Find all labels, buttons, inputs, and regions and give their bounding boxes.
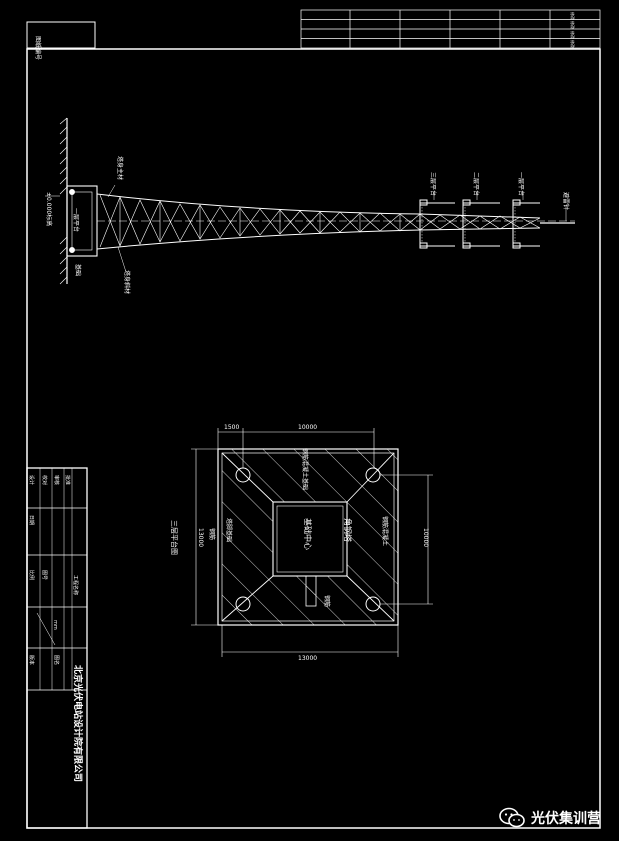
elevation-labels: 避雷针 一层平台 二层平台 三层平台 塔身主材 塔身斜材 一层平台 基础 ±0.… [45,156,570,294]
tb-unit: mm [52,620,58,630]
dim-right: 10000 [422,528,429,547]
tb-label-2: 校对 [41,475,48,485]
label-left-inner: 钢筋 [208,528,216,540]
dim-bottom: 13000 [298,655,317,662]
dim-left: 13000 [197,528,204,547]
label-top: 钢筋混凝土基础 [301,448,309,490]
tb-label-9: 工程名称 [72,575,79,595]
svg-text:修改: 修改 [570,31,576,39]
watermark: 光伏集训营 [499,807,601,829]
revision-table-marks: 修改 修改 修改 修改 [570,12,576,48]
platform-label-3: 三层平台 [429,172,437,196]
label-right: 钢筋混凝土 [381,516,389,546]
base-note: 基础 [74,264,82,276]
watermark-text: 光伏集训营 [531,811,601,827]
tb-label-5: 日期 [28,515,34,525]
svg-text:修改: 修改 [570,21,576,29]
title-block [26,467,88,829]
platform-label-1: 一层平台 [517,172,525,196]
ground-level: ±0.000标高 [45,192,53,226]
dim-top-left: 1500 [224,424,239,431]
anchor-label: 角钢塔 [343,518,353,542]
foundation-plan [191,428,433,657]
tb-label-10: 图名 [53,655,60,665]
tb-label-1: 设计 [28,475,35,485]
label-bottom: 钢筋 [323,595,331,607]
tb-label-3: 审核 [53,475,60,485]
tower-elevation [45,117,575,285]
revision-table [300,9,601,49]
plan-labels: 1500 10000 13000 13000 10000 基础中心 角钢塔 塔脚… [170,424,429,662]
top-label: 避雷针 [562,192,570,210]
corner-tag: 图纸编号 [34,36,42,60]
tb-label-8: 版本 [28,655,35,665]
title-block-labels: 设计 校对 审核 批准 日期 比例 图号 版本 工程名称 图名 mm 北京光伏电… [28,475,84,782]
wechat-icon [499,807,525,828]
tower-note-bottom: 塔身斜材 [123,270,131,294]
company-name: 北京光伏电站设计院有限公司 [72,665,84,782]
base-label: 一层平台 [72,208,80,232]
sheet-frame [26,21,601,829]
dim-top: 10000 [298,424,317,431]
tb-label-6: 比例 [28,570,35,580]
platform-label-2: 二层平台 [472,172,480,196]
tb-label-4: 批准 [64,475,71,485]
svg-text:修改: 修改 [570,12,576,20]
label-left-outer: 塔脚基础 [225,518,233,542]
center-text: 基础中心 [303,518,313,550]
svg-text:修改: 修改 [570,40,576,48]
tower-note-top: 塔身主材 [116,156,124,180]
side-title: 三层平台图 [170,520,179,555]
tb-label-7: 图号 [41,570,47,580]
